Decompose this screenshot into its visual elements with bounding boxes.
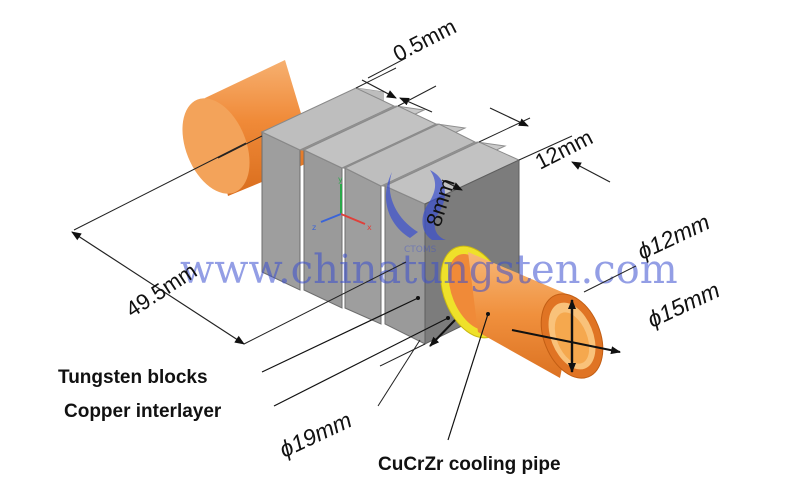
dim-gap-label: 0.5mm <box>389 14 460 67</box>
dim-block-depth-label: 12mm <box>531 124 597 174</box>
label-cucrzr-pipe: CuCrZr cooling pipe <box>378 454 561 475</box>
axis-z-label: z <box>312 223 316 232</box>
watermark-logo-text: CTOMS <box>404 245 437 255</box>
watermark-site: www.chinatungsten.com <box>180 247 678 293</box>
label-copper-interlayer: Copper interlayer <box>64 401 222 422</box>
coordinate-axes: y x z <box>312 175 372 232</box>
axis-y-label: y <box>338 175 343 184</box>
dim-interlayer-label: ϕ19mm <box>275 407 356 463</box>
callout-leaders <box>261 296 490 441</box>
axis-x-label: x <box>367 223 372 232</box>
watermark-logo: CTOMS <box>385 170 446 255</box>
label-tungsten-blocks: Tungsten blocks <box>58 367 208 388</box>
